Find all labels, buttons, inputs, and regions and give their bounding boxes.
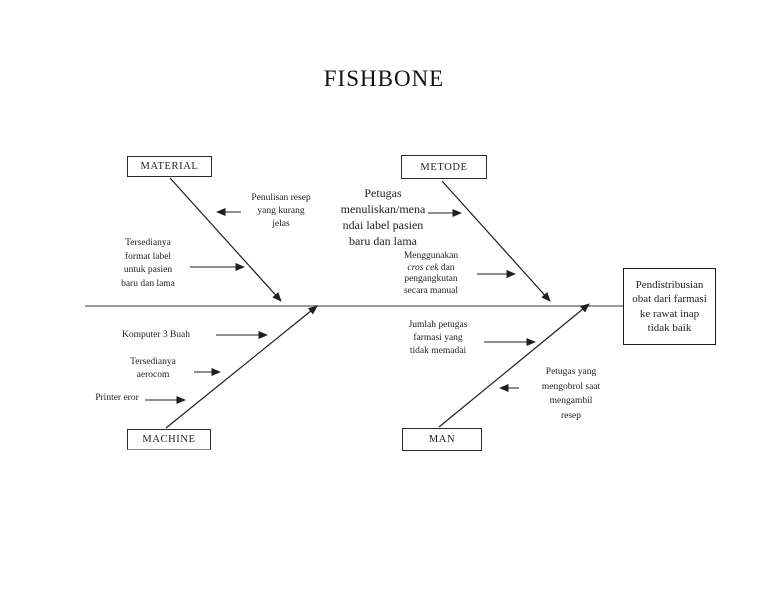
machine-bone (165, 305, 318, 429)
page-title: FISHBONE (323, 66, 445, 91)
cause-menggunakan-post: dan pengangkutan secara manual (403, 262, 459, 296)
category-label-material: MATERIAL (140, 161, 199, 172)
category-label-metode: METODE (420, 161, 468, 173)
cause-petugas-menandai: Petugas menuliskan/mena ndai label pasie… (340, 186, 426, 248)
metode-bone (441, 180, 551, 302)
category-box-metode: METODE (401, 155, 487, 179)
category-box-machine: MACHINE (127, 429, 211, 450)
cause-menggunakan-italic: cros cek (407, 262, 439, 273)
cause-petugas-mengobrol: Petugas yang mengobrol saat mengambil re… (541, 367, 601, 421)
category-label-man: MAN (428, 434, 456, 445)
cause-komputer: Komputer 3 Buah (121, 330, 191, 340)
cause-menggunakan-pre: Menggunakan (403, 251, 459, 261)
cause-menggunakan-cros-cek: Menggunakan cros cek dan pengangkutan se… (394, 251, 468, 297)
category-label-machine: MACHINE (142, 434, 196, 445)
cause-printer-eror: Printer eror (95, 393, 139, 403)
cause-format-label: Tersedianya format label untuk pasien ba… (121, 238, 175, 289)
man-bone (438, 303, 590, 428)
cause-penulisan-resep: Penulisan resep yang kurang jelas (251, 193, 311, 229)
effect-text: Pendistribusian obat dari farmasi ke raw… (632, 278, 707, 335)
cause-jumlah-petugas: Jumlah petugas farmasi yang tidak memada… (408, 320, 468, 356)
cause-aerocom: Tersedianya aerocom (130, 357, 176, 380)
effect-box: Pendistribusian obat dari farmasi ke raw… (623, 268, 716, 345)
category-box-material: MATERIAL (127, 156, 212, 177)
material-bone (169, 177, 282, 302)
category-box-man: MAN (402, 428, 482, 451)
